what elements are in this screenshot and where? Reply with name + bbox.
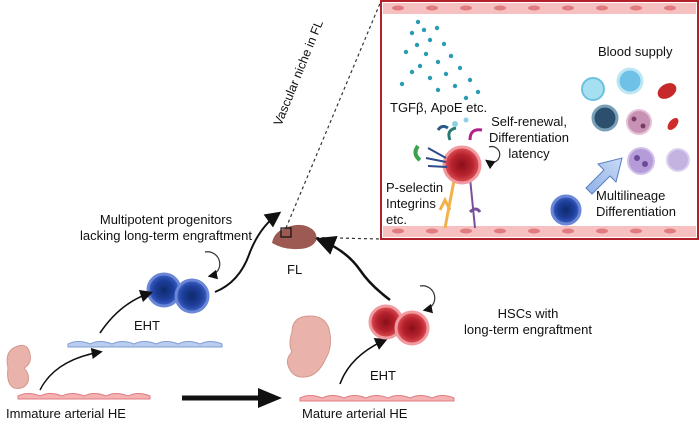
self-renewal-line-3: latency (508, 146, 550, 161)
hsc-label: HSCs with long-term engraftment (448, 306, 608, 338)
eht-bottom-label: EHT (370, 368, 396, 383)
pselectin-label: P-selectin Integrins etc. (386, 180, 443, 228)
pselectin-line-2: Integrins (386, 196, 436, 211)
arrow-mpp-to-fl (214, 211, 282, 293)
arrow-to-hsc (339, 338, 388, 385)
bottom-right-endothelium (299, 395, 455, 402)
cytokine-dots (399, 19, 481, 101)
arrow-to-mpp (99, 289, 154, 334)
pselectin-line-1: P-selectin (386, 180, 444, 195)
arrow-hsc-to-fl (315, 236, 391, 301)
hsc-cells (368, 285, 436, 346)
mpp-line-1: Multipotent progenitors (99, 212, 233, 227)
top-endothelium (383, 3, 696, 14)
bottom-left-endothelium (17, 393, 151, 400)
multilineage-line-2: Differentiation (596, 204, 676, 219)
blood-supply-label: Blood supply (598, 44, 673, 59)
progenitor-blue-cell (550, 194, 582, 226)
self-renewal-line-1: Self-renewal, (491, 114, 567, 129)
zoom-lines (285, 0, 382, 240)
mpp-line-2: lacking long-term engraftment (80, 228, 252, 243)
bottom-endothelium (383, 226, 696, 237)
eht-top-label: EHT (134, 318, 160, 333)
self-renewal-label: Self-renewal, Differentiation latency (484, 114, 574, 162)
arrow-to-top-strip (39, 347, 103, 391)
hsc-line-1: HSCs with (497, 306, 559, 321)
blood-cells (581, 67, 690, 175)
mpp-label: Multipotent progenitors lacking long-ter… (56, 212, 276, 244)
tgfb-label: TGFβ, ApoE etc. (390, 100, 488, 115)
differentiation-arrow (585, 157, 623, 195)
maturation-arrow (182, 388, 282, 408)
pselectin-line-3: etc. (386, 212, 407, 227)
mpp-cells (146, 251, 221, 314)
niche-hsc (413, 117, 501, 229)
top-endothelium-strip (67, 341, 223, 348)
immature-embryo (6, 344, 31, 389)
immature-he-label: Immature arterial HE (6, 406, 126, 421)
mature-he-label: Mature arterial HE (302, 406, 408, 421)
multilineage-line-1: Multilineage (596, 188, 666, 203)
vascular-niche-panel (380, 0, 699, 240)
fetal-liver (272, 224, 317, 250)
mature-embryo (286, 315, 331, 378)
fl-label: FL (287, 262, 303, 277)
self-renewal-line-2: Differentiation (489, 130, 569, 145)
hsc-line-2: long-term engraftment (464, 322, 592, 337)
multilineage-label: Multilineage Differentiation (596, 188, 676, 220)
